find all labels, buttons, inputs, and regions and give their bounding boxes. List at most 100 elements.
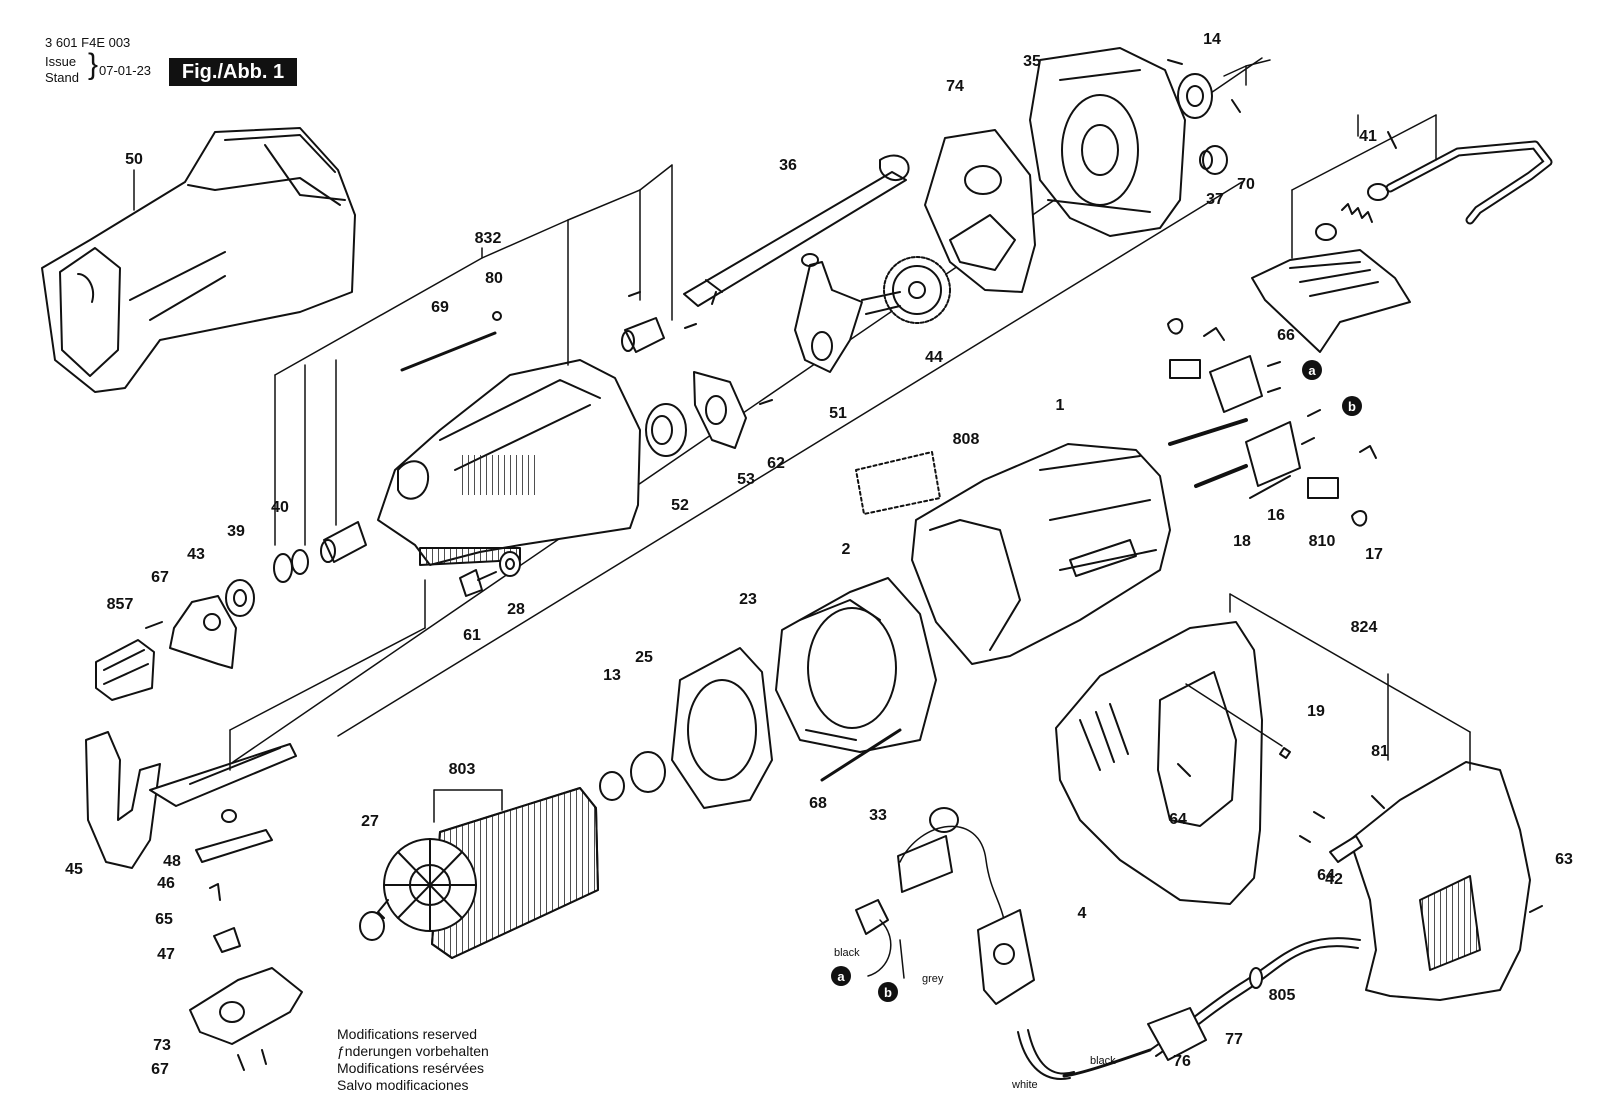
part-callout-48: 48 bbox=[163, 853, 181, 870]
part-callout-47: 47 bbox=[157, 946, 175, 963]
wire-label-black-switch: black bbox=[834, 947, 860, 959]
figure-label: Fig./Abb. 1 bbox=[169, 58, 297, 86]
label-plate-part bbox=[855, 451, 941, 515]
part-callout-805: 805 bbox=[1269, 987, 1296, 1004]
note-line-de: ƒnderungen vorbehalten bbox=[337, 1043, 489, 1059]
part-callout-36: 36 bbox=[779, 157, 797, 174]
part-number: 3 601 F4E 003 bbox=[45, 35, 131, 50]
marker-b-top: b bbox=[1348, 399, 1356, 414]
part-callout-1: 1 bbox=[1056, 397, 1065, 414]
part-callout-42: 42 bbox=[1325, 871, 1343, 888]
part-callout-68: 68 bbox=[809, 795, 827, 812]
guide-plate-part bbox=[924, 129, 1036, 293]
part-callout-35: 35 bbox=[1023, 53, 1041, 70]
note-line-en: Modifications reserved bbox=[337, 1026, 478, 1042]
part-callout-13: 13 bbox=[603, 667, 621, 684]
part-callout-803: 803 bbox=[449, 761, 476, 778]
fan-baffle-part bbox=[671, 647, 773, 809]
part-callout-33: 33 bbox=[869, 807, 887, 824]
part-callout-44: 44 bbox=[925, 349, 943, 366]
wire-label-grey: grey bbox=[922, 973, 944, 985]
part-callout-832: 832 bbox=[475, 230, 502, 247]
part-callout-28: 28 bbox=[507, 601, 525, 618]
part-callout-17: 17 bbox=[1365, 546, 1383, 563]
gear-housing-part bbox=[377, 359, 641, 566]
part-callout-16: 16 bbox=[1267, 507, 1285, 524]
connection-markers: a b a b bbox=[831, 360, 1362, 1002]
ball-bearing-part bbox=[1167, 59, 1241, 175]
part-callout-41: 41 bbox=[1359, 128, 1377, 145]
part-callout-808: 808 bbox=[953, 431, 980, 448]
modifications-note: Modifications reserved ƒnderungen vorbeh… bbox=[337, 1026, 489, 1094]
nose-cover-part bbox=[41, 127, 356, 393]
part-callout-40: 40 bbox=[271, 499, 289, 516]
part-callout-70: 70 bbox=[1237, 176, 1255, 193]
blade-holder-part bbox=[85, 731, 297, 869]
part-callout-2: 2 bbox=[842, 541, 851, 558]
motor-housing-part bbox=[911, 443, 1171, 665]
part-callout-37: 37 bbox=[1206, 191, 1224, 208]
part-callouts: 1241314161718192325272833353637394041424… bbox=[65, 31, 1573, 1078]
part-callout-73: 73 bbox=[153, 1037, 171, 1054]
brush-holder-parts bbox=[1167, 318, 1377, 527]
part-callout-27: 27 bbox=[361, 813, 379, 830]
blade-clamp-lever-part bbox=[1315, 131, 1553, 241]
part-callout-69: 69 bbox=[431, 299, 449, 316]
power-cord-parts bbox=[1017, 937, 1361, 1080]
bearing-and-plate-part bbox=[645, 371, 773, 457]
part-callout-51: 51 bbox=[829, 405, 847, 422]
part-callout-857: 857 bbox=[107, 596, 134, 613]
field-stator-part bbox=[775, 577, 937, 782]
handle-cover-part bbox=[1329, 761, 1543, 1001]
part-callout-67: 67 bbox=[151, 569, 169, 586]
part-callout-67: 67 bbox=[151, 1061, 169, 1078]
armature-part bbox=[359, 751, 666, 959]
screw-washer-parts bbox=[459, 551, 521, 597]
shoe-parts bbox=[189, 809, 303, 1071]
part-callout-43: 43 bbox=[187, 546, 205, 563]
switch-and-wiring-parts bbox=[855, 807, 1035, 1005]
front-chuck-parts bbox=[95, 579, 255, 701]
wire-label-white: white bbox=[1011, 1079, 1038, 1091]
note-line-fr: Modifications resérvées bbox=[337, 1060, 485, 1076]
part-callout-62: 62 bbox=[767, 455, 785, 472]
part-callout-61: 61 bbox=[463, 627, 481, 644]
part-callout-53: 53 bbox=[737, 471, 755, 488]
part-callout-18: 18 bbox=[1233, 533, 1251, 550]
wire-label-black-cord: black bbox=[1090, 1055, 1116, 1067]
marker-a-bottom: a bbox=[837, 969, 845, 984]
part-callout-64: 64 bbox=[1317, 867, 1335, 884]
marker-b-bottom: b bbox=[884, 985, 892, 1000]
part-callout-64: 64 bbox=[1169, 811, 1187, 828]
part-callout-39: 39 bbox=[227, 523, 245, 540]
part-callout-66: 66 bbox=[1277, 327, 1295, 344]
brace: } bbox=[88, 48, 99, 81]
part-callout-46: 46 bbox=[157, 875, 175, 892]
crank-gear-part bbox=[794, 253, 951, 373]
part-callout-25: 25 bbox=[635, 649, 653, 666]
handle-half-part bbox=[1055, 621, 1325, 905]
part-callout-19: 19 bbox=[1307, 703, 1325, 720]
part-callout-45: 45 bbox=[65, 861, 83, 878]
part-callout-74: 74 bbox=[946, 78, 964, 95]
bushings-part bbox=[273, 291, 697, 583]
plunger-shaft-part bbox=[683, 154, 910, 307]
part-callout-80: 80 bbox=[485, 270, 503, 287]
part-callout-76: 76 bbox=[1173, 1053, 1191, 1070]
stand-label: Stand bbox=[45, 70, 79, 85]
part-callout-4: 4 bbox=[1078, 905, 1087, 922]
part-callout-63: 63 bbox=[1555, 851, 1573, 868]
part-callout-77: 77 bbox=[1225, 1031, 1243, 1048]
part-callout-65: 65 bbox=[155, 911, 173, 928]
bearing-flange-part bbox=[1029, 47, 1186, 237]
part-callout-50: 50 bbox=[125, 151, 143, 168]
issue-label: Issue bbox=[45, 54, 77, 69]
marker-a-top: a bbox=[1308, 363, 1316, 378]
note-line-es: Salvo modificaciones bbox=[337, 1077, 469, 1093]
part-callout-810: 810 bbox=[1309, 533, 1336, 550]
part-callout-14: 14 bbox=[1203, 31, 1221, 48]
part-callout-52: 52 bbox=[671, 497, 689, 514]
leader-lines bbox=[133, 59, 1471, 823]
